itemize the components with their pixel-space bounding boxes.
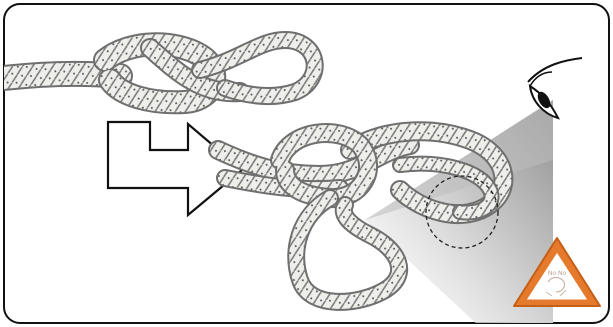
warning-label: No No (543, 270, 571, 277)
